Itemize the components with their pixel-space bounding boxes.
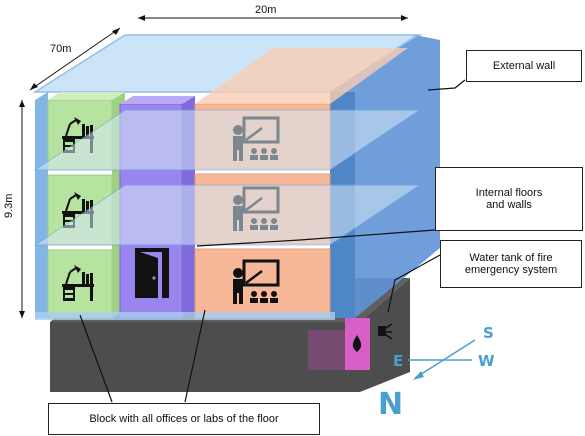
block-callout: Block with all offices or labs of the fl…	[48, 403, 320, 435]
water-tank-callout: Water tank of fire emergency system	[440, 240, 582, 288]
height-label: 9.3m	[3, 194, 15, 218]
external-wall-label: External wall	[492, 60, 556, 72]
compass-north: N	[378, 387, 403, 422]
water-tank-label-line1: Water tank of fire	[469, 252, 553, 264]
compass-west: W	[478, 352, 495, 370]
internal-floors	[33, 109, 422, 246]
open-door-icon	[135, 248, 169, 298]
external-wall-callout: External wall	[466, 50, 582, 82]
compass-south: S	[483, 324, 494, 342]
internal-floors-label-line2: and walls	[486, 199, 532, 211]
depth-label: 70m	[50, 43, 71, 55]
block-label: Block with all offices or labs of the fl…	[89, 413, 279, 425]
compass-east: E	[393, 352, 403, 370]
ground-slab	[35, 312, 335, 320]
right-external-wall	[330, 35, 440, 318]
depth-dimension: 70m	[29, 27, 121, 91]
height-dimension: 9.3m	[3, 100, 25, 318]
internal-floors-label-line1: Internal floors	[475, 187, 543, 199]
sprinkler-icon	[378, 323, 393, 340]
water-drop-icon	[352, 335, 362, 352]
compass: S E W N	[378, 324, 495, 422]
left-external-wall	[35, 92, 48, 318]
width-dimension: 20m	[138, 4, 408, 21]
width-label: 20m	[255, 4, 276, 16]
water-tank-label-line2: emergency system	[464, 264, 558, 276]
water-tank	[308, 318, 393, 370]
internal-floors-callout: Internal floors and walls	[435, 167, 583, 231]
leader-lines	[79, 79, 466, 403]
